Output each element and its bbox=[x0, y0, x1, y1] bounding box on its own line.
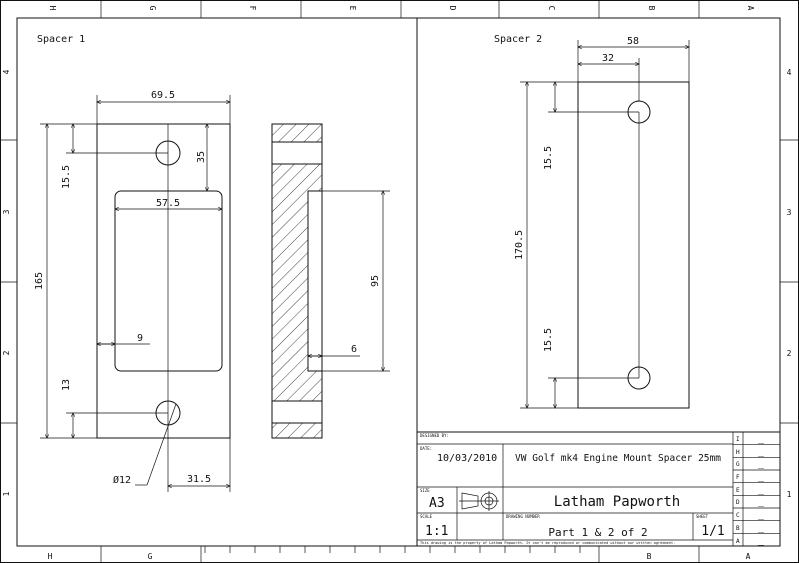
grid-top-d: D bbox=[448, 6, 457, 11]
section-recess bbox=[307, 190, 323, 372]
grid-right-4: 4 bbox=[787, 68, 792, 77]
rev-value-a: _ bbox=[758, 535, 765, 546]
rev-value-i: _ bbox=[758, 433, 765, 444]
rev-letter-g: G bbox=[736, 461, 740, 468]
spacer-1-outline bbox=[96, 123, 231, 439]
drawing-title: VW Golf mk4 Engine Mount Spacer 25mm bbox=[515, 453, 721, 464]
rev-letter-a: A bbox=[736, 538, 740, 545]
side-section-view: 95 6 bbox=[271, 123, 390, 439]
rev-value-h: _ bbox=[758, 446, 765, 457]
grid-right-3: 3 bbox=[787, 208, 792, 217]
rev-value-f: _ bbox=[758, 471, 765, 482]
dim-s1-height: 165 bbox=[34, 272, 45, 290]
label-drawing-number: DRAWING NUMBER bbox=[506, 514, 540, 519]
spacer-1-view: Spacer 1 69.5 165 15.5 35 57.5 9 13 bbox=[34, 34, 231, 492]
dim-s2-hole-bottom: 15.5 bbox=[543, 328, 554, 352]
rev-value-b: _ bbox=[758, 522, 765, 533]
grid-references: H G F E D C B A H G B A 4 3 2 1 4 3 2 1 bbox=[2, 6, 792, 561]
dim-s2-height: 170.5 bbox=[514, 230, 525, 260]
dim-s1-width: 69.5 bbox=[151, 90, 175, 101]
rev-letter-d: D bbox=[736, 499, 740, 506]
rev-letter-c: C bbox=[736, 512, 740, 519]
revision-table: I H G F E D C B A _ _ _ _ _ _ _ _ _ bbox=[733, 433, 780, 546]
grid-left-4: 4 bbox=[2, 69, 11, 74]
spacer-2-title: Spacer 2 bbox=[494, 34, 542, 45]
date-value: 10/03/2010 bbox=[437, 453, 497, 464]
dim-s1-cutout-side: 9 bbox=[137, 333, 143, 344]
label-designed-by: DESIGNED BY: bbox=[420, 433, 449, 438]
grid-top-g: G bbox=[148, 6, 157, 11]
dim-s1-hole-top: 15.5 bbox=[61, 165, 72, 189]
author-name: Latham Papworth bbox=[554, 494, 680, 510]
dim-s1-hole-bottom: 13 bbox=[61, 379, 72, 391]
dim-side-recess-len: 95 bbox=[370, 275, 381, 287]
grid-top-f: F bbox=[248, 6, 257, 11]
rev-value-g: _ bbox=[758, 458, 765, 469]
dim-s2-hole-offset: 32 bbox=[602, 53, 614, 64]
drawing-number-value: Part 1 & 2 of 2 bbox=[548, 526, 647, 539]
dim-s2-hole-top: 15.5 bbox=[543, 146, 554, 170]
grid-bottom-h: H bbox=[48, 552, 53, 561]
grid-top-b: B bbox=[647, 6, 656, 11]
rev-value-d: _ bbox=[758, 496, 765, 507]
rev-letter-b: B bbox=[736, 525, 740, 532]
grid-top-e: E bbox=[348, 6, 357, 11]
title-block: DESIGNED BY: DATE: 10/03/2010 VW Golf mk… bbox=[416, 431, 781, 547]
grid-bottom-g: G bbox=[148, 552, 153, 561]
scale-value: 1:1 bbox=[425, 524, 448, 539]
dim-s1-hole-offset: 31.5 bbox=[187, 474, 211, 485]
label-sheet: SHEET bbox=[696, 514, 709, 519]
grid-right-2: 2 bbox=[787, 349, 792, 358]
spacer-2-outline bbox=[577, 81, 690, 409]
ownership-notice: This drawing is the property of Latham P… bbox=[420, 541, 675, 545]
dim-side-recess-depth: 6 bbox=[351, 344, 357, 355]
grid-top-h: H bbox=[48, 6, 57, 11]
rev-letter-i: I bbox=[736, 436, 740, 443]
rev-letter-h: H bbox=[736, 449, 740, 456]
grid-top-a: A bbox=[746, 6, 755, 11]
dim-s1-hole-dia: Ø12 bbox=[113, 474, 131, 486]
label-size: SIZE bbox=[420, 488, 430, 493]
dim-s1-cutout-top: 35 bbox=[196, 151, 207, 163]
label-scale: SCALE bbox=[420, 514, 433, 519]
rev-letter-e: E bbox=[736, 487, 740, 494]
grid-right-1: 1 bbox=[787, 490, 792, 499]
section-bore-bottom bbox=[271, 400, 323, 424]
dim-s2-width: 58 bbox=[627, 36, 639, 47]
grid-bottom-a: A bbox=[746, 552, 751, 561]
projection-symbol-icon bbox=[459, 491, 499, 511]
rev-value-e: _ bbox=[758, 484, 765, 495]
dim-s1-cutout-width: 57.5 bbox=[156, 198, 180, 209]
spacer-1-cutout bbox=[114, 190, 223, 372]
section-bore-top bbox=[271, 141, 323, 165]
grid-left-1: 1 bbox=[2, 491, 11, 496]
grid-bottom-b: B bbox=[647, 552, 652, 561]
grid-left-3: 3 bbox=[2, 209, 11, 214]
rev-letter-f: F bbox=[736, 474, 740, 481]
spacer-2-view: Spacer 2 58 32 170.5 15.5 15.5 bbox=[494, 34, 690, 409]
grid-left-2: 2 bbox=[2, 350, 11, 355]
spacer-1-title: Spacer 1 bbox=[37, 34, 85, 45]
size-value: A3 bbox=[429, 496, 445, 511]
rev-value-c: _ bbox=[758, 509, 765, 520]
sheet-value: 1/1 bbox=[701, 524, 724, 539]
label-date: DATE: bbox=[420, 446, 432, 451]
grid-top-c: C bbox=[547, 6, 556, 11]
